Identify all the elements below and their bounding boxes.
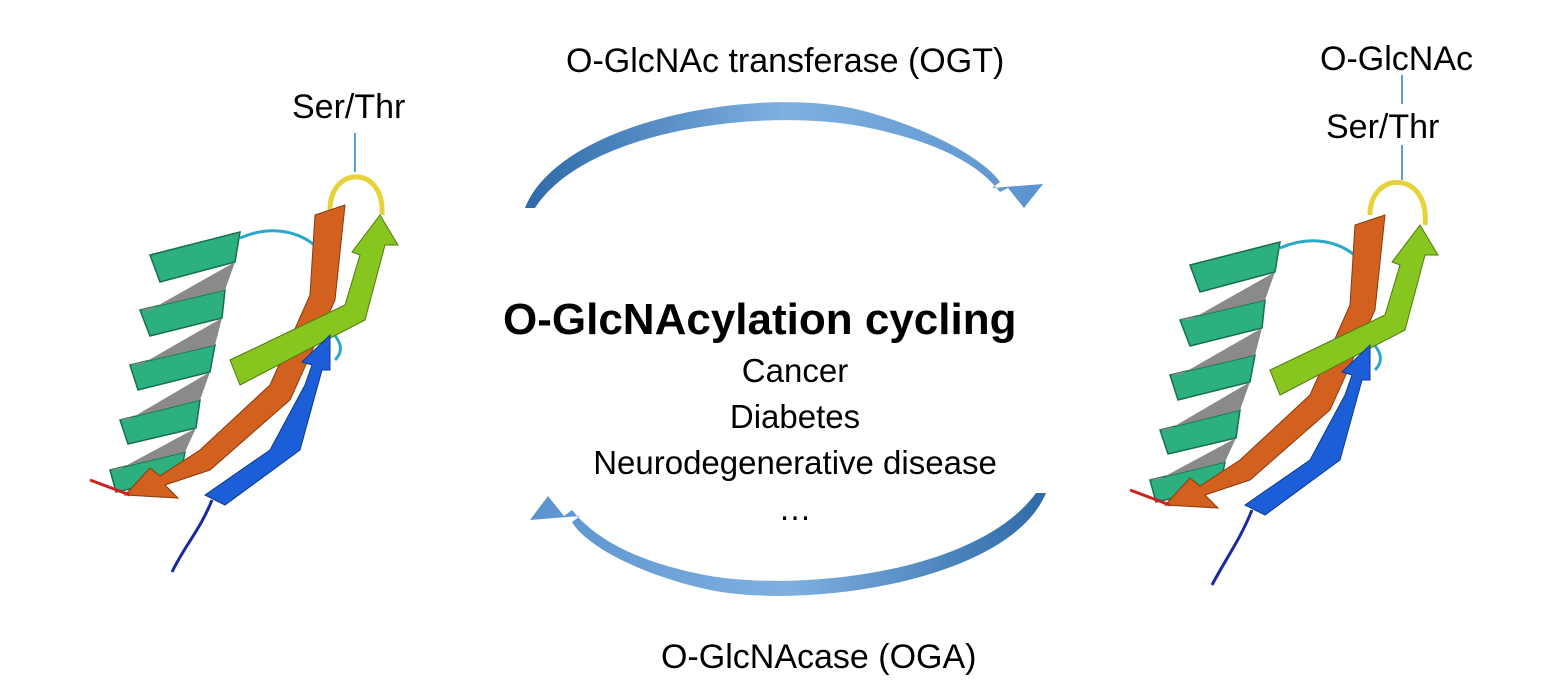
helix-back: [1150, 272, 1275, 480]
disease-item: Diabetes: [729, 398, 861, 435]
right-site-label: Ser/Thr: [1326, 108, 1440, 146]
loop: [327, 174, 385, 216]
loop: [1279, 239, 1362, 262]
disease-item: …: [778, 490, 812, 527]
disease-item: Cancer: [741, 352, 849, 389]
helix-back: [110, 262, 235, 470]
disease-list: Cancer Diabetes Neurodegenerative diseas…: [545, 352, 1045, 536]
cycle-title: O-GlcNAcylation cycling: [503, 295, 1017, 344]
c-terminal-tail: [170, 499, 214, 573]
right-modification-label: O-GlcNAc: [1320, 40, 1473, 78]
oga-label: O-GlcNAcase (OGA): [661, 638, 977, 676]
oga-arrow: [530, 493, 1046, 596]
beta-strand: [1269, 224, 1439, 396]
c-terminal-tail: [1210, 509, 1254, 586]
ogt-arrow: [525, 102, 1043, 208]
left-site-label: Ser/Thr: [292, 88, 406, 126]
n-terminal-end: [89, 478, 131, 497]
loop: [1367, 179, 1428, 226]
beta-strand: [229, 214, 399, 386]
n-terminal-end: [1129, 488, 1171, 507]
disease-item: Neurodegenerative disease: [593, 444, 997, 481]
ogt-label: O-GlcNAc transferase (OGT): [566, 42, 1005, 80]
beta-strand: [1244, 343, 1371, 516]
beta-strand: [204, 333, 331, 506]
